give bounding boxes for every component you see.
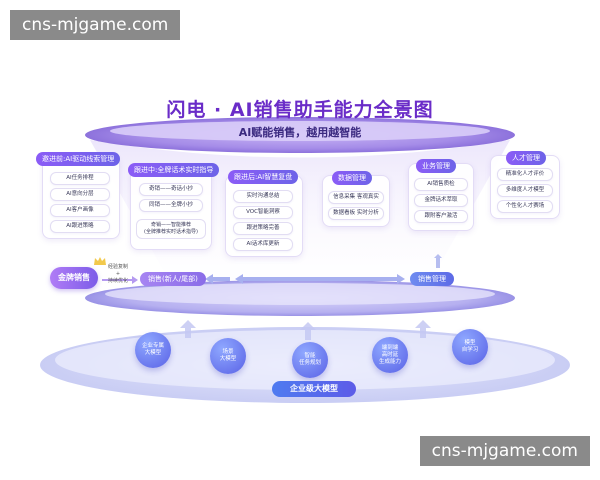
card-data-management-header: 数据管理 bbox=[332, 171, 372, 185]
enterprise-model-label: 企业级大模型 bbox=[272, 381, 356, 397]
card-smart-review-item: AI话术库更新 bbox=[233, 238, 293, 251]
watermark-top: cns-mjgame.com bbox=[10, 10, 181, 40]
model-self-learning: 模型 自学习 bbox=[452, 329, 488, 365]
model-line: 智能 bbox=[304, 353, 316, 359]
card-smart-review-header: 跟进后:AI智慧复盘 bbox=[228, 170, 299, 184]
card-realtime-guidance-item: 奇销——奇话小抄 bbox=[139, 183, 203, 196]
card-lead-management-header: 邀进前:AI驱动线索管理 bbox=[36, 152, 121, 166]
card-data-management-item: 信息采集 客观真实 bbox=[328, 191, 384, 204]
card-realtime-guidance-note-line: (全牌推荐实时话术指导) bbox=[144, 229, 198, 235]
model-line: 模型 bbox=[464, 340, 476, 346]
watermark-bottom: cns-mjgame.com bbox=[419, 436, 590, 466]
card-lead-management-item: AI客户画像 bbox=[50, 204, 110, 217]
page-title: 闪电 · AI销售助手能力全景图 bbox=[166, 99, 434, 121]
card-talent-management-item: 个性化人才赛场 bbox=[497, 200, 553, 213]
model-line: 生成能力 bbox=[378, 358, 401, 365]
model-line: 端到端 bbox=[381, 344, 399, 351]
crown-icon bbox=[94, 257, 106, 265]
model-line: 任务规划 bbox=[298, 360, 321, 366]
page-subtitle: AI赋能销售，越用越智能 bbox=[238, 126, 362, 139]
model-line: 大模型 bbox=[144, 350, 162, 356]
learn-note: 经验复制 + 持续优化 bbox=[104, 264, 132, 285]
gold-sales-badge: 金牌销售 bbox=[50, 267, 98, 289]
card-talent-management-header: 人才管理 bbox=[506, 151, 546, 165]
model-line: 高时延 bbox=[381, 351, 399, 358]
model-line: 大模型 bbox=[219, 356, 237, 362]
sales-management-badge: 销售管理 bbox=[410, 272, 454, 286]
card-lead-management-item: AI意向分层 bbox=[50, 188, 110, 201]
card-business-management-header: 业务管理 bbox=[416, 159, 456, 173]
model-line: 自学习 bbox=[461, 347, 479, 353]
card-lead-management-item: AI任务排程 bbox=[50, 172, 110, 185]
card-realtime-guidance-note-line: 奇销——智能推荐 bbox=[150, 222, 191, 228]
learn-note-line: 经验复制 bbox=[107, 264, 128, 270]
card-smart-review-item: 跟进策略完善 bbox=[233, 222, 293, 235]
card-business-management-item: 金牌话术萃取 bbox=[414, 194, 468, 207]
card-lead-management-item: AI跟进策略 bbox=[50, 220, 110, 233]
card-realtime-guidance-header: 跟进中:全牌话术实时指导 bbox=[128, 163, 220, 177]
model-end-to-end: 端到端 高时延 生成能力 bbox=[372, 337, 408, 373]
sales-new-badge: 销售(新人/尾部) bbox=[140, 272, 206, 286]
model-line: 场景 bbox=[222, 349, 234, 355]
card-talent-management-item: 多维度人才模型 bbox=[497, 184, 553, 197]
model-enterprise-exclusive: 企业专属 大模型 bbox=[135, 332, 171, 368]
card-realtime-guidance-note: 奇销——智能推荐 (全牌推荐实时话术指导) bbox=[136, 219, 206, 239]
learn-note-line: + bbox=[115, 271, 121, 277]
card-business-management-item: AI销售质检 bbox=[414, 178, 468, 191]
card-smart-review-item: 实时沟通总结 bbox=[233, 190, 293, 203]
card-talent-management-item: 精准化人才评价 bbox=[497, 168, 553, 181]
model-task-planning: 智能 任务规划 bbox=[292, 342, 328, 378]
model-line: 企业专属 bbox=[141, 343, 164, 349]
card-realtime-guidance-item: 同销——全牌小抄 bbox=[139, 199, 203, 212]
card-smart-review-item: VOC智能洞察 bbox=[233, 206, 293, 219]
card-data-management-item: 数据看板 实时分析 bbox=[328, 207, 384, 220]
card-business-management-item: 跟附客户激活 bbox=[414, 210, 468, 223]
learn-note-line: 持续优化 bbox=[107, 278, 128, 284]
model-scenario: 场景 大模型 bbox=[210, 338, 246, 374]
